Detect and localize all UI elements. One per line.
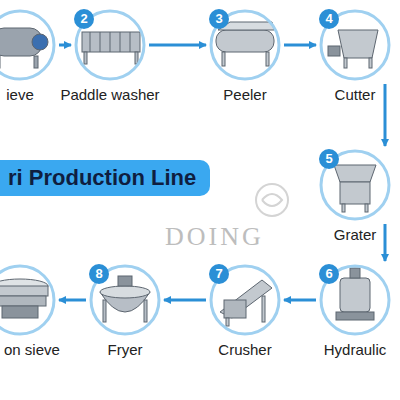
step-label: on sieve [4, 341, 60, 359]
step-label: Crusher [218, 341, 271, 359]
title-band: ri Production Line [0, 160, 210, 196]
flow-arrow [59, 44, 71, 47]
flow-arrow [384, 84, 387, 146]
step-number: 5 [319, 149, 339, 169]
step-number: 2 [74, 9, 94, 29]
step-label: ieve [6, 86, 34, 104]
process-step: 5Grater [319, 149, 391, 221]
flow-arrow [384, 224, 387, 261]
process-step: ieve [0, 9, 56, 81]
process-step: 6Hydraulic [319, 264, 391, 336]
diagram-title: ri Production Line [8, 165, 196, 190]
step-circle [0, 264, 56, 336]
paddle-washer-figure [82, 32, 140, 64]
fryer-figure [100, 276, 150, 322]
step-label: Peeler [223, 86, 266, 104]
process-step: 8Fryer [89, 264, 161, 336]
crusher-figure [220, 280, 272, 326]
watermark-text: DOING [165, 222, 264, 252]
vibration-sieve-figure [0, 279, 48, 318]
step-number: 8 [89, 264, 109, 284]
step-number: 3 [209, 9, 229, 29]
flow-arrow [59, 299, 86, 302]
process-step: on sieve [0, 264, 56, 336]
flow-arrow [149, 44, 206, 47]
drum-sieve-figure [0, 28, 48, 68]
process-step: 3Peeler [209, 9, 281, 81]
process-step: 2Paddle washer [74, 9, 146, 81]
step-number: 7 [209, 264, 229, 284]
flow-arrow [164, 299, 206, 302]
cutter-figure [328, 30, 378, 68]
step-label: Hydraulic [324, 341, 387, 359]
step-number: 4 [319, 9, 339, 29]
flow-arrow [284, 299, 316, 302]
step-number: 6 [319, 264, 339, 284]
step-label: Grater [334, 226, 377, 244]
step-circle [0, 9, 56, 81]
step-label: Paddle washer [60, 86, 159, 104]
watermark-logo [256, 184, 288, 216]
process-step: 4Cutter [319, 9, 391, 81]
hydraulic-press-figure [336, 268, 374, 320]
process-step: 7Crusher [209, 264, 281, 336]
step-label: Cutter [335, 86, 376, 104]
step-label: Fryer [108, 341, 143, 359]
peeler-figure [216, 22, 274, 66]
flow-arrow [284, 44, 316, 47]
grater-figure [334, 165, 376, 212]
